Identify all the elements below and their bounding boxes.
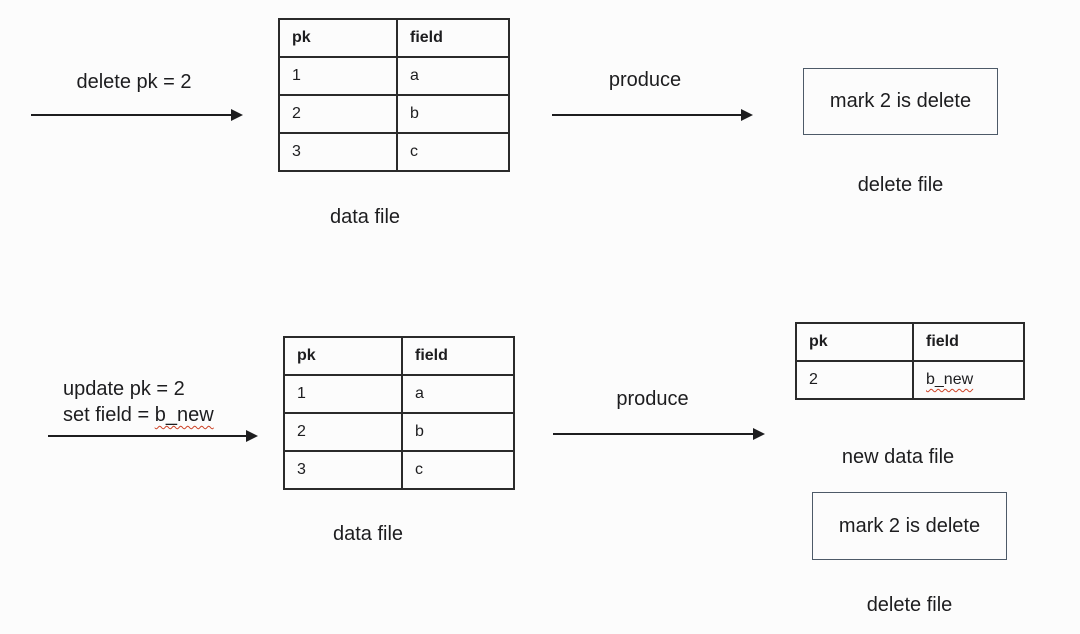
new-data-file-table: pk field 2 b_new <box>795 322 1025 400</box>
table-row: 2 b <box>278 94 510 134</box>
table-header-row: pk field <box>278 18 510 58</box>
delete-file-caption: delete file <box>857 174 944 196</box>
delete-file-box: mark 2 is delete <box>803 68 998 135</box>
col-header-pk: pk <box>278 18 398 58</box>
delete-file-box-text: mark 2 is delete <box>838 514 981 537</box>
cell-field: a <box>401 374 515 414</box>
delete-file-box: mark 2 is delete <box>812 492 1007 560</box>
cell-field: b <box>401 412 515 452</box>
cell-field: b_new <box>912 360 1025 400</box>
produce-label: produce <box>616 388 689 410</box>
data-file-table: pk field 1 a 2 b 3 c <box>278 18 510 172</box>
arrow-right-icon <box>553 428 765 440</box>
col-header-pk: pk <box>283 336 403 376</box>
cell-field-value: b_new <box>926 371 974 388</box>
cell-field: a <box>396 56 510 96</box>
arrow-right-icon <box>48 430 258 442</box>
col-header-pk: pk <box>795 322 914 362</box>
col-header-field: field <box>401 336 515 376</box>
cell-field: c <box>396 132 510 172</box>
cell-pk: 1 <box>278 56 398 96</box>
cell-field: c <box>401 450 515 490</box>
cell-pk: 2 <box>278 94 398 134</box>
data-file-caption: data file <box>332 523 404 545</box>
new-data-file-caption: new data file <box>841 446 955 468</box>
cell-pk: 2 <box>283 412 403 452</box>
cell-pk: 2 <box>795 360 914 400</box>
table-row: 3 c <box>283 450 515 490</box>
cell-pk: 3 <box>283 450 403 490</box>
update-operation-line2-value: b_new <box>154 404 214 426</box>
cell-field: b <box>396 94 510 134</box>
col-header-field: field <box>396 18 510 58</box>
arrow-right-icon <box>552 109 753 121</box>
cell-pk: 3 <box>278 132 398 172</box>
table-header-row: pk field <box>795 322 1025 362</box>
table-row: 1 a <box>278 56 510 96</box>
update-operation-label: update pk = 2 set field = b_new <box>63 376 214 428</box>
table-row: 2 b_new <box>795 360 1025 400</box>
table-row: 3 c <box>278 132 510 172</box>
delete-file-caption: delete file <box>866 594 953 616</box>
update-operation-line2: set field = b_new <box>63 402 214 428</box>
table-row: 2 b <box>283 412 515 452</box>
arrow-right-icon <box>31 109 243 121</box>
cell-pk: 1 <box>283 374 403 414</box>
data-file-caption: data file <box>329 206 401 228</box>
data-file-table: pk field 1 a 2 b 3 c <box>283 336 515 490</box>
col-header-field: field <box>912 322 1025 362</box>
delete-operation-label: delete pk = 2 <box>76 71 192 93</box>
update-operation-line1: update pk = 2 <box>63 378 185 400</box>
update-operation-line2-prefix: set field = <box>63 404 155 426</box>
produce-label: produce <box>608 69 682 91</box>
table-row: 1 a <box>283 374 515 414</box>
delete-file-box-text: mark 2 is delete <box>829 90 972 112</box>
table-header-row: pk field <box>283 336 515 376</box>
